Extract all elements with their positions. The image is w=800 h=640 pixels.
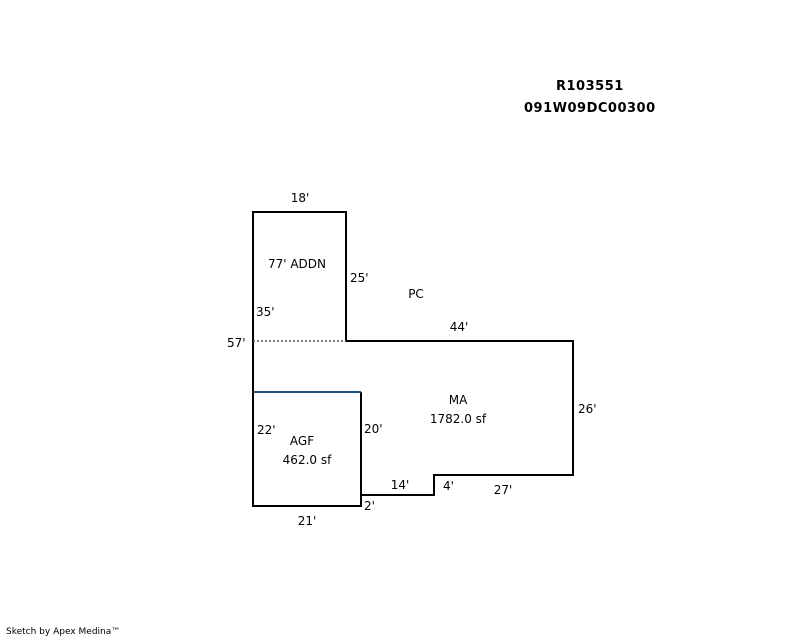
sketch-credit: Sketch by Apex Medina™ — [6, 627, 121, 637]
main-area-label: MA — [449, 393, 468, 407]
dim-jog-vertical: 4' — [443, 479, 454, 493]
dim-main-right: 26' — [578, 402, 597, 416]
dim-addition-top: 18' — [291, 191, 310, 205]
dim-addition-right: 25' — [350, 271, 369, 285]
garage-label: AGF — [290, 434, 314, 448]
dim-garage-right: 20' — [364, 422, 383, 436]
dim-garage-step: 2' — [364, 499, 375, 513]
garage-area-size: 462.0 sf — [283, 453, 332, 467]
dim-addition-left: 35' — [256, 305, 275, 319]
dim-overall-left: 57' — [227, 336, 246, 350]
parcel-id: R103551 — [556, 79, 624, 94]
dim-main-bottom-right: 27' — [494, 483, 513, 497]
dim-main-top: 44' — [450, 320, 469, 334]
addition-label: 77' ADDN — [268, 257, 326, 271]
dim-garage-left: 22' — [257, 423, 276, 437]
dim-garage-bottom: 21' — [298, 514, 317, 528]
main-area-size: 1782.0 sf — [430, 412, 487, 426]
dim-jog-horizontal: 14' — [391, 478, 410, 492]
building-outline — [252, 211, 574, 507]
map-number: 091W09DC00300 — [524, 101, 656, 116]
porch-label: PC — [408, 287, 424, 301]
